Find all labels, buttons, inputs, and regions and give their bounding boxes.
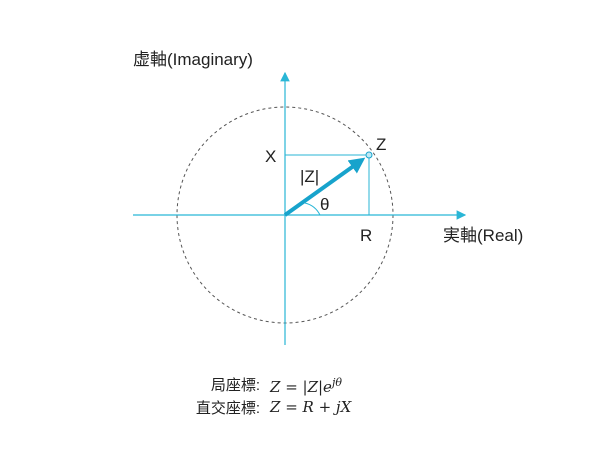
- x-label: X: [265, 147, 277, 166]
- imaginary-axis-label: 虚軸(Imaginary): [133, 50, 253, 69]
- r-label: R: [360, 226, 373, 245]
- magnitude-label: |Z|: [300, 167, 320, 186]
- theta-arc: [304, 202, 321, 216]
- real-axis-label: 実軸(Real): [443, 226, 524, 245]
- rect-formula: Z = R + jX: [270, 398, 352, 416]
- polar-label: 局座標:: [210, 377, 260, 394]
- polar-exponent: jθ: [331, 376, 342, 389]
- z-vector: [283, 157, 366, 217]
- z-label: Z: [376, 135, 387, 154]
- polar-formula: Z = |Z|ejθ: [270, 377, 342, 395]
- theta-label: θ: [320, 195, 330, 214]
- polar-expr: Z = |Z|e: [270, 378, 332, 396]
- rect-label: 直交座標:: [195, 400, 260, 417]
- z-point: [365, 151, 373, 159]
